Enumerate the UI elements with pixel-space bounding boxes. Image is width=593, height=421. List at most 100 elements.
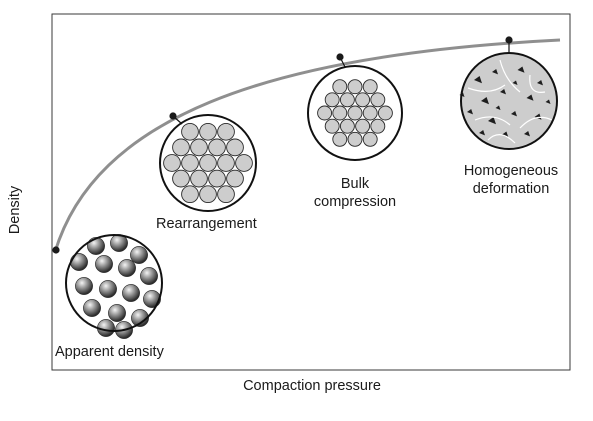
curve-markers bbox=[52, 36, 513, 254]
void-triangle bbox=[534, 113, 542, 120]
void-triangle bbox=[545, 99, 551, 104]
loose-particle bbox=[108, 304, 126, 322]
stage-label-homogeneous: Homogeneous deformation bbox=[446, 162, 576, 198]
compressed-particle bbox=[317, 105, 333, 121]
packed-particle bbox=[190, 138, 208, 157]
void-triangle bbox=[488, 117, 496, 125]
packed-particle bbox=[235, 154, 253, 172]
void-triangle bbox=[512, 80, 518, 85]
stage-circle-outline bbox=[307, 65, 403, 161]
loose-particle bbox=[95, 255, 113, 273]
y-axis-label-text: Density bbox=[7, 185, 24, 235]
apparent-density-circle bbox=[65, 234, 163, 339]
grain-boundary bbox=[467, 84, 506, 92]
stage-label-bulk-line2: compression bbox=[313, 194, 397, 210]
loose-particle bbox=[122, 284, 140, 302]
compressed-particle bbox=[362, 105, 378, 121]
loose-particle bbox=[131, 309, 149, 327]
void-triangle bbox=[481, 97, 489, 105]
compressed-particle bbox=[339, 92, 355, 108]
homogeneous-deformation-circle bbox=[459, 52, 558, 150]
compressed-particle bbox=[332, 105, 348, 121]
grain-boundary bbox=[474, 116, 511, 126]
packed-particle bbox=[172, 169, 190, 188]
curve-marker bbox=[505, 36, 513, 44]
packed-particle bbox=[199, 154, 217, 172]
void-triangle bbox=[526, 94, 534, 101]
grain-boundary bbox=[519, 116, 553, 129]
curve-marker bbox=[169, 112, 177, 120]
packed-particle bbox=[226, 169, 244, 188]
packed-particle bbox=[190, 169, 208, 188]
stage-label-apparent: Apparent density bbox=[55, 344, 164, 360]
compressed-particle bbox=[370, 92, 386, 108]
y-axis-label: Density bbox=[4, 150, 26, 270]
loose-particle bbox=[70, 253, 88, 271]
compressed-particle bbox=[347, 105, 363, 121]
packed-particle bbox=[208, 138, 226, 157]
void-triangle bbox=[474, 76, 482, 84]
compressed-particle bbox=[347, 79, 363, 95]
loose-particle bbox=[99, 280, 117, 298]
compressed-particle bbox=[370, 118, 386, 134]
compressed-particle bbox=[339, 118, 355, 134]
packed-particle bbox=[199, 122, 217, 141]
rearrangement-circle bbox=[159, 114, 257, 212]
packed-particle bbox=[181, 122, 199, 141]
loose-particle bbox=[87, 237, 105, 255]
packed-particle bbox=[217, 122, 235, 141]
packed-particle bbox=[181, 185, 199, 204]
x-axis-label: Compaction pressure bbox=[243, 378, 381, 394]
grain-boundary bbox=[499, 59, 521, 93]
stage-circle-bg bbox=[461, 53, 557, 149]
packed-particle bbox=[226, 138, 244, 157]
bulk-compression-circle bbox=[307, 65, 403, 161]
compressed-particle bbox=[332, 131, 348, 147]
compressed-particle bbox=[377, 105, 393, 121]
stage-circle-outline bbox=[65, 234, 163, 332]
void-triangle bbox=[492, 69, 498, 75]
packed-particle bbox=[199, 185, 217, 204]
stage-label-homogeneous-line1: Homogeneous bbox=[463, 163, 559, 179]
loose-particle bbox=[130, 246, 148, 264]
void-triangle bbox=[537, 80, 543, 86]
compressed-particle bbox=[362, 79, 378, 95]
curve-marker bbox=[336, 53, 344, 61]
stage-circle-outline bbox=[159, 114, 257, 212]
packed-particle bbox=[208, 169, 226, 188]
void-triangle bbox=[500, 89, 506, 95]
compressed-particle bbox=[347, 131, 363, 147]
loose-particle bbox=[140, 267, 158, 285]
grain-boundary bbox=[529, 74, 546, 93]
void-triangle bbox=[511, 111, 517, 117]
curve-marker bbox=[52, 246, 60, 254]
void-triangle bbox=[467, 109, 473, 115]
compressed-particle bbox=[362, 131, 378, 147]
loose-particle bbox=[83, 299, 101, 317]
stage-label-bulk-line1: Bulk bbox=[340, 176, 370, 192]
loose-particle bbox=[143, 290, 161, 308]
loose-particle bbox=[75, 277, 93, 295]
compressed-particle bbox=[324, 92, 340, 108]
stage-label-rearrangement: Rearrangement bbox=[156, 216, 257, 232]
stage-label-bulk: Bulk compression bbox=[290, 175, 420, 211]
compressed-particle bbox=[332, 79, 348, 95]
packed-particle bbox=[217, 185, 235, 204]
density-curve bbox=[53, 38, 561, 253]
compressed-particle bbox=[355, 118, 371, 134]
void-triangle bbox=[517, 66, 525, 73]
packed-particle bbox=[217, 154, 235, 172]
packed-particle bbox=[163, 154, 181, 172]
packed-particle bbox=[172, 138, 190, 157]
packed-particle bbox=[181, 154, 199, 172]
stage-label-homogeneous-line2: deformation bbox=[472, 181, 550, 197]
compressed-particle bbox=[324, 118, 340, 134]
grain-boundary bbox=[487, 134, 516, 144]
void-triangle bbox=[495, 105, 501, 110]
void-triangle bbox=[524, 131, 530, 137]
void-triangle bbox=[479, 130, 485, 136]
loose-particle bbox=[118, 259, 136, 277]
compressed-particle bbox=[355, 92, 371, 108]
